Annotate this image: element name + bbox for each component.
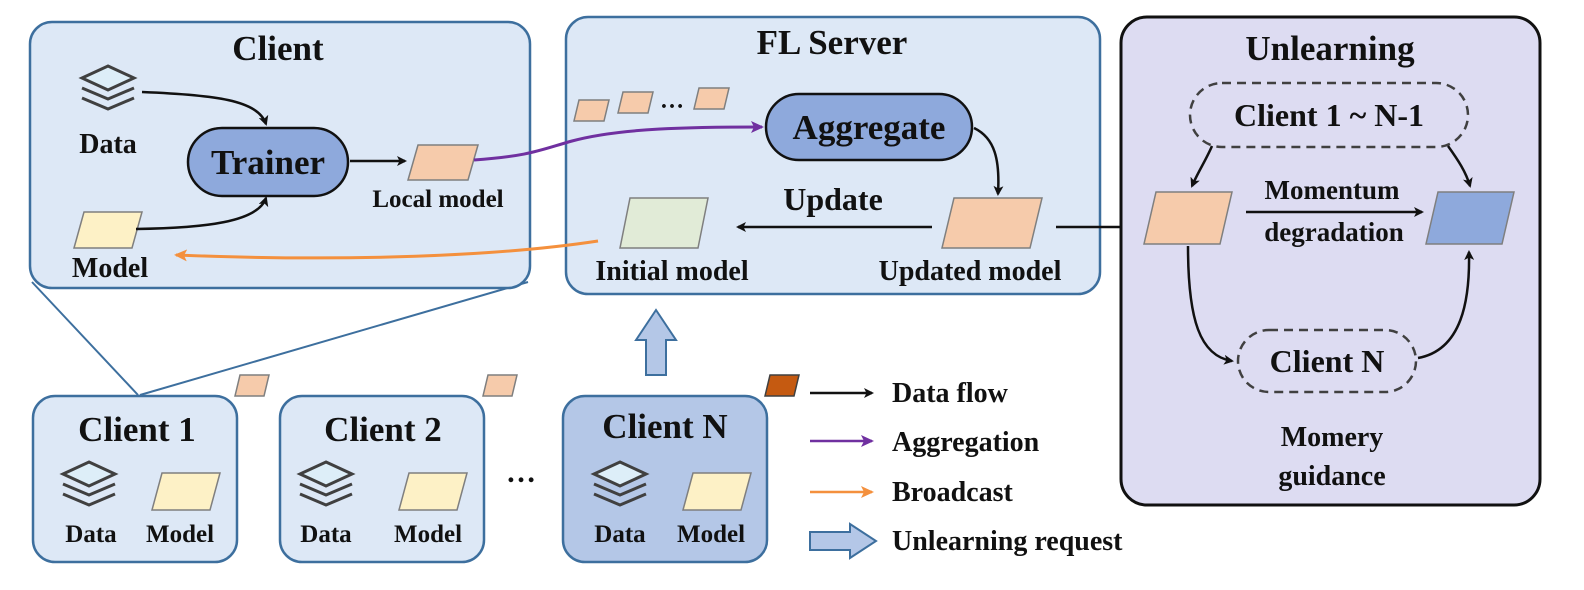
guidance-label-line-2: guidance [1278,461,1385,492]
unlearning-request-arrow [634,308,678,376]
unlearning-source-model-icon [1143,191,1233,245]
client-n-to-unlearned-arrow [1417,250,1475,360]
client-model-label: Model [394,521,462,548]
guidance-label-line-1: Momery [1281,422,1384,453]
client-box-frame [31,394,239,564]
client-box-frame [278,394,486,564]
client-n-label: Client N [1270,343,1385,379]
momentum-label: Momentum [1265,175,1400,205]
legend: Data flow Aggregation Broadcast Unlearni… [809,378,1123,560]
client-model-icon [151,472,221,511]
aggregate-label: Aggregate [793,108,946,147]
update-label: Update [783,181,883,217]
client-model-label: Model [146,521,214,548]
client-panel: Client Data Trainer Local model Model [28,20,532,290]
client-1-upload-model-icon [234,374,270,397]
source-to-client-n-arrow [1186,245,1234,365]
trainer-node [186,126,350,198]
client-box-1: Client 1 Data Model [31,394,239,564]
unlearning-panel-title: Unlearning [1245,29,1415,68]
client-n-upload-model-icon [764,374,800,397]
client-data-label: Data [300,521,352,548]
legend-label: Unlearning request [892,526,1123,557]
initial-model-label: Initial model [595,256,748,287]
aggregation-arrow [473,121,764,162]
unlearning-panel: Unlearning Client 1 ~ N-1 Momentum degra… [1119,15,1542,507]
client-n-node [1236,328,1418,394]
client-model-icon [73,211,143,249]
zoom-line-left [31,281,139,396]
updated-model-label: Updated model [879,256,1062,287]
zoom-line-right [139,281,529,396]
client-name: Client 1 [78,410,196,449]
client-box-2: Client 2 Data Model [278,394,486,564]
client-model-icon [398,472,468,511]
client-panel-title: Client [232,29,324,68]
aggregate-node [764,92,974,162]
clients-ellipsis: … [506,456,536,489]
received-model-icon [573,99,610,122]
updated-model-icon [941,197,1043,249]
server-panel: FL Server … Aggregate Updated model Init… [564,15,1102,296]
client-box-n: Client N Data Model [561,394,769,564]
server-panel-title: FL Server [757,23,908,62]
client-model-icon [682,472,752,511]
aggregate-to-updated-arrow [973,126,1004,196]
client-range-to-unlearned-arrow [1446,145,1473,188]
initial-model-icon [619,197,709,249]
model-label: Model [72,253,148,284]
client-range-label: Client 1 ~ N-1 [1234,97,1424,133]
client-name: Client N [602,407,727,446]
block-arrow-icon [809,522,878,560]
legend-label: Aggregation [892,427,1040,458]
client-range-node [1188,81,1470,149]
client-name: Client 2 [324,410,442,449]
received-models-ellipsis: … [660,88,684,114]
client-data-label: Data [594,521,646,548]
local-model-label: Local model [372,186,503,213]
legend-label: Broadcast [892,477,1013,508]
data-to-trainer-arrow [141,90,269,126]
unlearned-model-icon [1425,191,1515,245]
client-model-label: Model [677,521,745,548]
client-range-to-source-arrow [1190,145,1214,188]
trainer-label: Trainer [211,143,325,182]
client-data-label: Data [65,521,117,548]
broadcast-arrow [174,239,599,262]
client-box-frame [561,394,769,564]
received-model-icon [617,91,654,114]
data-label: Data [79,129,137,160]
model-to-trainer-arrow [135,196,269,231]
received-model-icon [693,87,730,110]
client-2-upload-model-icon [482,374,518,397]
legend-label: Data flow [892,378,1009,409]
degradation-label: degradation [1264,217,1404,247]
local-model-icon [407,144,479,181]
